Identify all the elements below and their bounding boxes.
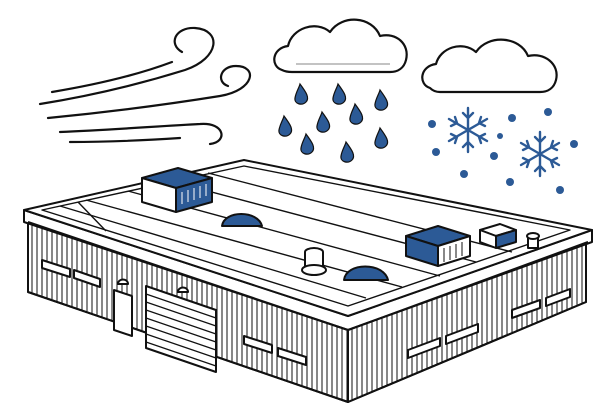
raindrop-icon (340, 140, 355, 163)
raindrop-icon (374, 126, 389, 149)
entry-door (113, 289, 133, 337)
garage-door (145, 285, 217, 373)
raindrop-icon (374, 88, 389, 111)
skylight-dome (221, 213, 263, 227)
raindrop-icon (316, 110, 331, 133)
rooftop-hvac-unit (141, 167, 213, 213)
raindrops (278, 82, 389, 163)
snow-dots (428, 108, 578, 194)
raindrop-icon (349, 102, 364, 125)
raindrop-icon (300, 132, 315, 155)
wall-lamp (117, 278, 129, 285)
roof-vent (526, 232, 540, 249)
snowflakes (447, 106, 561, 178)
snowflake-icon (519, 130, 561, 178)
rain-cloud-icon (273, 18, 408, 163)
wall-lamp (177, 286, 189, 293)
skylight-dome (343, 265, 389, 281)
rooftop-small-unit (479, 223, 517, 249)
raindrop-icon (294, 82, 309, 105)
snowflake-icon (447, 106, 489, 154)
building (23, 159, 593, 403)
wind-icon (38, 26, 252, 146)
snow-cloud-icon (421, 38, 578, 194)
rooftop-hvac-unit (405, 225, 471, 267)
windows-right (407, 288, 571, 359)
windows-left (41, 259, 307, 366)
raindrop-icon (332, 82, 347, 105)
raindrop-icon (278, 114, 293, 137)
roof-vent (301, 247, 327, 276)
